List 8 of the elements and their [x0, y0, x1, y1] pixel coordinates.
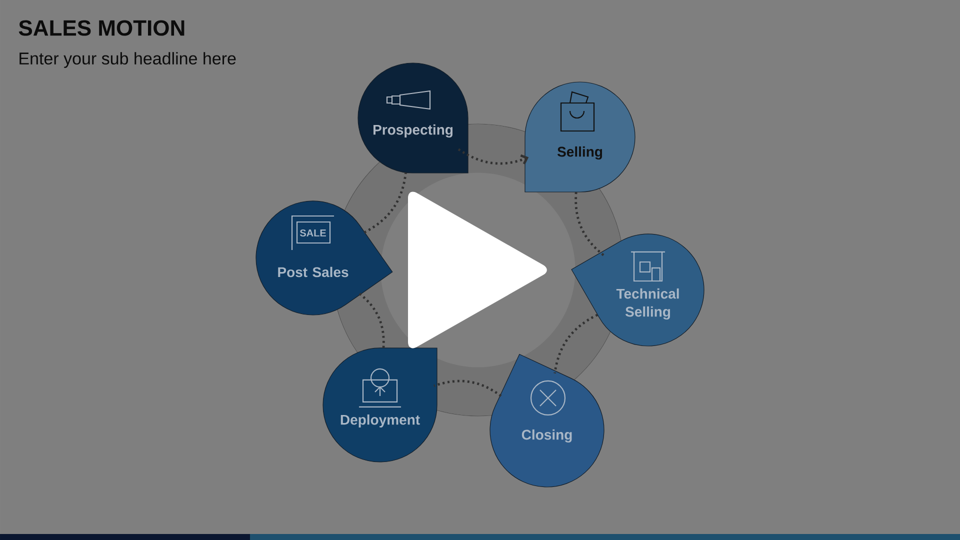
- title: SALES MOTION: [18, 20, 184, 36]
- teardrop-node: Prospecting: [358, 62, 468, 174]
- teardrop-node: Selling: [524, 82, 636, 192]
- teardrop-node: Technical Selling: [571, 234, 704, 346]
- teardrop-node: Deployment: [322, 348, 438, 462]
- dotted-arrow: [458, 148, 529, 165]
- teardrop-node: Closing: [490, 354, 604, 488]
- subtitle: Enter your sub headline here: [20, 52, 236, 68]
